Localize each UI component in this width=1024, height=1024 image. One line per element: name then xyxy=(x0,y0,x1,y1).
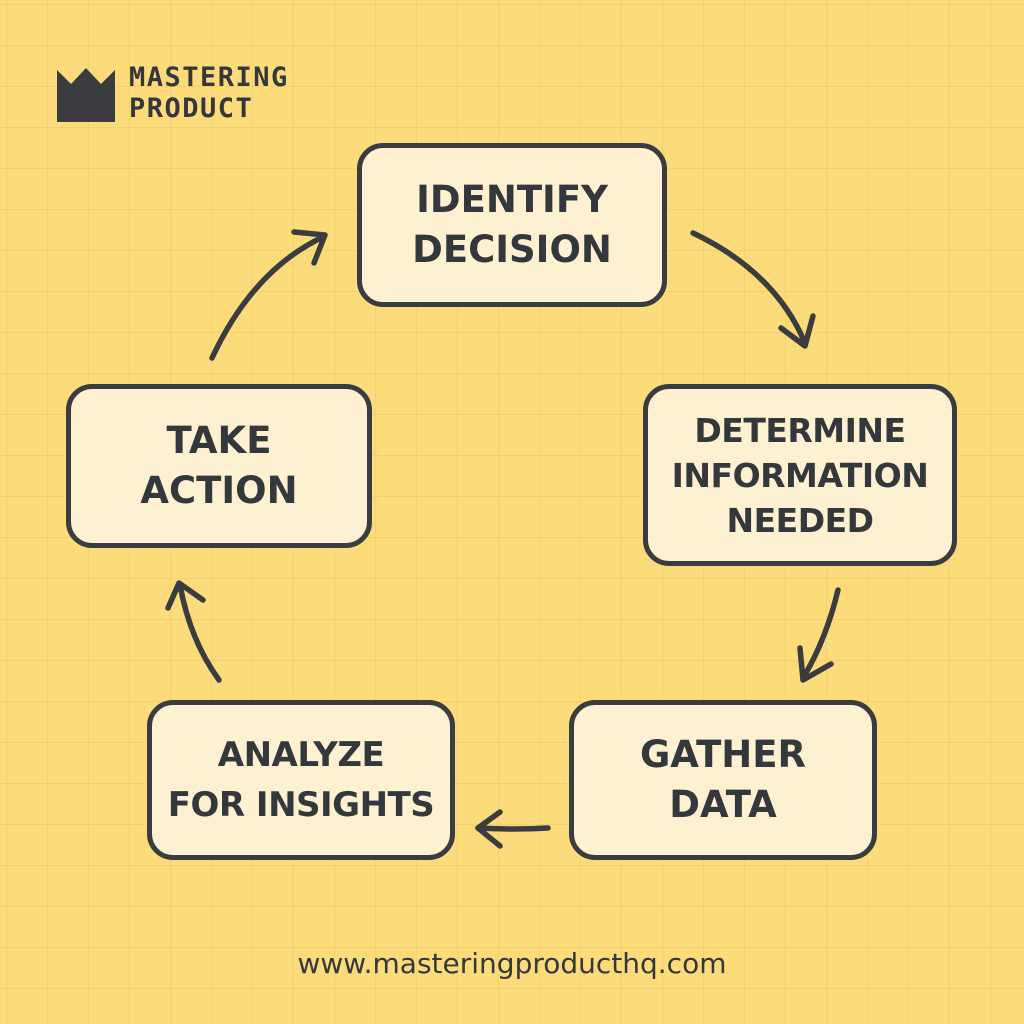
brand-name-line-2: PRODUCT xyxy=(129,93,254,124)
step-identify-decision: IDENTIFY DECISION xyxy=(357,143,667,307)
step-label-line: GATHER xyxy=(639,733,807,776)
brand-name-line-1: MASTERING xyxy=(129,62,289,93)
step-label-line: IDENTIFY xyxy=(416,178,608,221)
curved-arrow-icon xyxy=(475,809,551,849)
step-label-line: DETERMINE xyxy=(694,410,906,450)
step-label-line: NEEDED xyxy=(726,500,874,540)
step-determine-information-needed: DETERMINE INFORMATION NEEDED xyxy=(643,384,957,566)
curved-arrow-icon xyxy=(797,587,841,683)
footer-url: www.masteringproducthq.com xyxy=(297,947,727,980)
step-label-line: DATA xyxy=(669,783,777,826)
step-analyze-for-insights: ANALYZE FOR INSIGHTS xyxy=(147,700,455,860)
step-label-line: ACTION xyxy=(140,469,298,512)
step-take-action: TAKE ACTION xyxy=(66,384,372,548)
step-label-line: DECISION xyxy=(412,228,612,271)
brand-name: MASTERING PRODUCT xyxy=(129,62,289,124)
brand-logo: MASTERING PRODUCT xyxy=(57,62,347,126)
step-label-line: INFORMATION xyxy=(671,455,929,495)
step-label-line: TAKE xyxy=(166,419,272,462)
step-label-line: ANALYZE xyxy=(217,735,385,775)
step-label-line: FOR INSIGHTS xyxy=(167,785,435,825)
curved-arrow-icon xyxy=(690,230,816,349)
curved-arrow-icon xyxy=(209,229,328,361)
crown-icon xyxy=(57,68,115,122)
curved-arrow-icon xyxy=(165,580,222,683)
step-gather-data: GATHER DATA xyxy=(569,700,877,860)
